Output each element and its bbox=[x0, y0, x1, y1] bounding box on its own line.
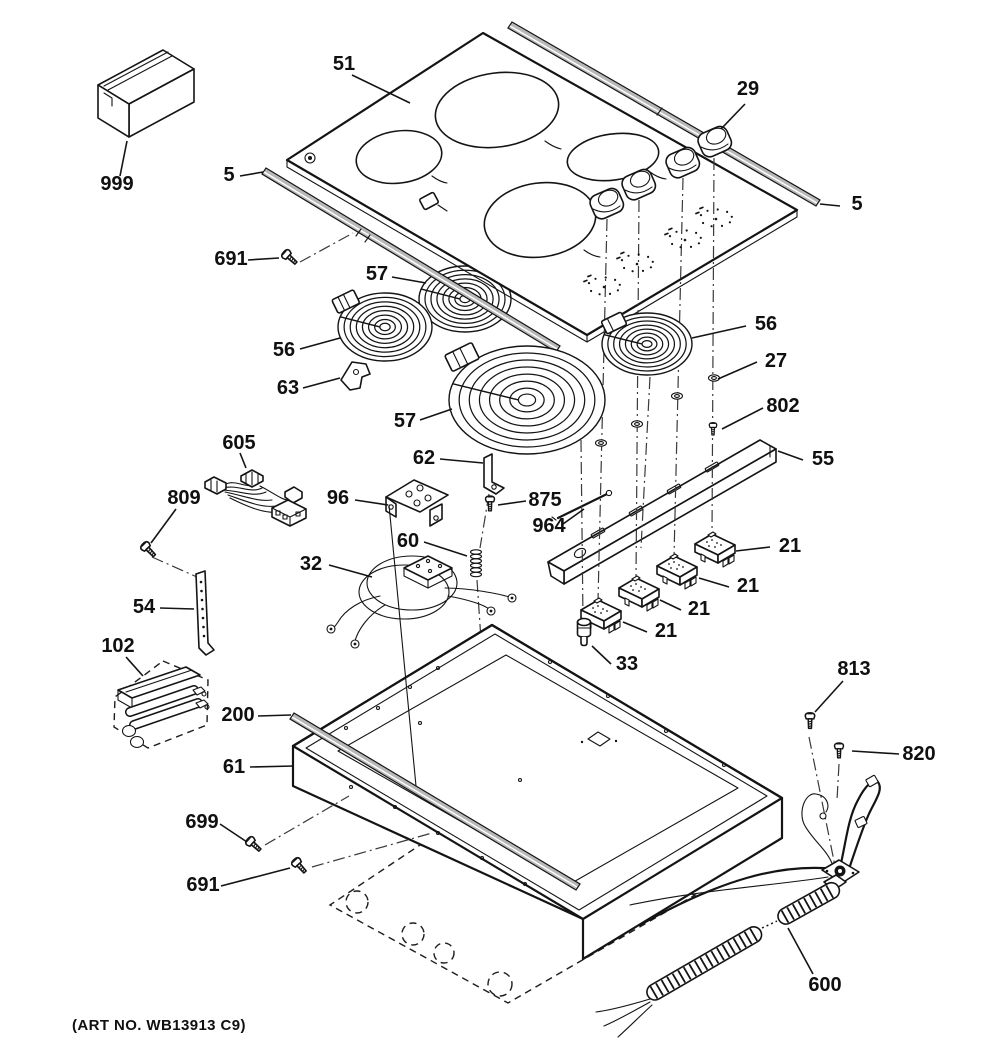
part-label-54: 54 bbox=[133, 596, 156, 618]
glass-cooktop-51 bbox=[285, 31, 799, 343]
washer-27 bbox=[707, 374, 721, 382]
part-label-21-b: 21 bbox=[737, 575, 759, 597]
part-label-21-d: 21 bbox=[655, 620, 677, 642]
element-terminal-block bbox=[444, 342, 480, 372]
part-label-62: 62 bbox=[413, 447, 435, 469]
glass-printed-markings bbox=[583, 206, 733, 296]
part-label-102: 102 bbox=[101, 635, 134, 657]
part-label-600: 600 bbox=[808, 974, 841, 996]
part-label-691-bottom: 691 bbox=[186, 874, 219, 896]
element-support-kit-102 bbox=[113, 660, 210, 749]
part-label-60: 60 bbox=[397, 530, 419, 552]
bracket-62 bbox=[483, 453, 505, 495]
spring-60 bbox=[469, 549, 483, 578]
part-label-200: 200 bbox=[221, 704, 254, 726]
power-cord-600 bbox=[595, 736, 881, 1038]
part-label-5-left: 5 bbox=[223, 164, 234, 186]
washer-27 bbox=[594, 439, 608, 447]
wire-harness-605 bbox=[204, 469, 307, 527]
part-label-63: 63 bbox=[277, 377, 299, 399]
part-label-57-top: 57 bbox=[366, 263, 388, 285]
art-number: (ART NO. WB13913 C9) bbox=[72, 1017, 246, 1034]
part-label-813: 813 bbox=[837, 658, 870, 680]
ground-rod-964 bbox=[551, 489, 613, 521]
control-support-bracket-55 bbox=[547, 439, 777, 585]
bracket-strip-54 bbox=[195, 570, 215, 656]
leader-lines bbox=[119, 74, 900, 975]
element-terminal-block bbox=[600, 311, 628, 335]
part-label-55: 55 bbox=[812, 448, 834, 470]
locating-line bbox=[264, 795, 350, 846]
part-label-56-left: 56 bbox=[273, 339, 295, 361]
part-label-56-right: 56 bbox=[755, 313, 777, 335]
part-label-5-right: 5 bbox=[851, 193, 862, 215]
part-label-809: 809 bbox=[167, 487, 200, 509]
part-label-699: 699 bbox=[185, 811, 218, 833]
part-label-875: 875 bbox=[528, 489, 561, 511]
part-label-691-top: 691 bbox=[214, 248, 247, 270]
mounting-bracket-96 bbox=[385, 479, 449, 527]
alignment-lines bbox=[151, 157, 715, 641]
part-labels: 999 51 5 29 5 691 57 56 63 57 56 27 802 … bbox=[100, 53, 935, 996]
chassis-pan-61 bbox=[291, 623, 784, 961]
indicator-light-33 bbox=[576, 617, 592, 647]
ge-logo-medallion bbox=[304, 152, 316, 164]
part-label-96: 96 bbox=[327, 487, 349, 509]
part-label-27: 27 bbox=[765, 350, 787, 372]
trim-strip-200 bbox=[289, 712, 581, 891]
part-label-605: 605 bbox=[222, 432, 255, 454]
part-label-32: 32 bbox=[300, 553, 322, 575]
part-label-51: 51 bbox=[333, 53, 355, 75]
part-label-61: 61 bbox=[223, 756, 245, 778]
part-label-33: 33 bbox=[616, 653, 638, 675]
part-label-820: 820 bbox=[902, 743, 935, 765]
part-label-999: 999 bbox=[100, 173, 133, 195]
infinite-switch-32 bbox=[326, 555, 517, 649]
part-label-21-c: 21 bbox=[688, 598, 710, 620]
part-label-57-center: 57 bbox=[394, 410, 416, 432]
element-terminal-block bbox=[331, 289, 360, 314]
washer-27 bbox=[670, 392, 684, 400]
part-label-964: 964 bbox=[532, 515, 566, 537]
part-label-29: 29 bbox=[737, 78, 759, 100]
literature-pack-999 bbox=[97, 49, 195, 138]
bracket-96-locating-line bbox=[388, 504, 417, 787]
part-label-802: 802 bbox=[766, 395, 799, 417]
element-bracket-63 bbox=[340, 361, 371, 391]
washer-27 bbox=[630, 420, 644, 428]
part-label-21-a: 21 bbox=[779, 535, 801, 557]
